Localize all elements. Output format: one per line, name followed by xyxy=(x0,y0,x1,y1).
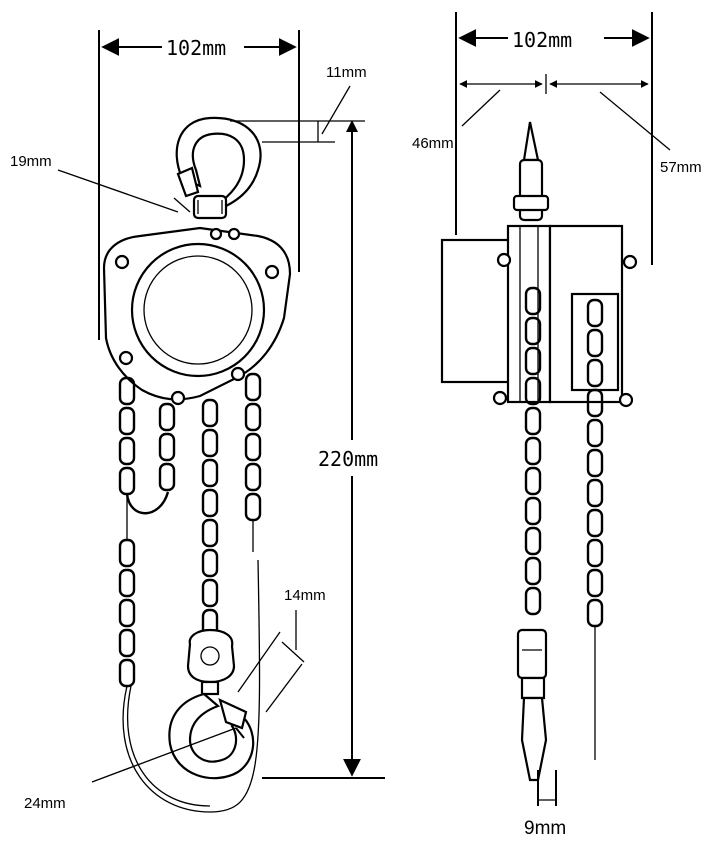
overall-height-label: 220mm xyxy=(318,447,378,471)
side-left-label: 46mm xyxy=(412,135,454,152)
hook-gap-label: 11mm xyxy=(326,64,367,81)
hook-throat-bottom-tick xyxy=(235,727,245,739)
side-right-label: 57mm xyxy=(660,159,702,176)
side-bottom-block xyxy=(516,628,548,680)
dim-14mm-ext-1 xyxy=(237,631,281,693)
hoist-housing xyxy=(102,226,292,406)
front-view xyxy=(57,30,385,813)
side-bottom-hook xyxy=(520,696,548,782)
dim-14mm-tick xyxy=(281,641,305,663)
bottom-hook-width-label: 14mm xyxy=(284,587,326,604)
leader-57mm xyxy=(599,91,671,151)
bottom-hook xyxy=(168,628,255,780)
side-width-label: 102mm xyxy=(512,28,572,52)
leader-24mm xyxy=(91,727,237,783)
front-chains xyxy=(118,372,262,813)
side-chain-right xyxy=(586,298,604,628)
side-top-hook xyxy=(522,121,540,162)
hook-throat-label: 19mm xyxy=(10,153,52,170)
side-chain-left xyxy=(524,286,542,616)
dim-14mm-ext-2 xyxy=(265,663,303,713)
side-housing xyxy=(440,224,638,408)
leader-19mm xyxy=(57,169,179,213)
leader-11mm xyxy=(321,85,351,135)
top-hook xyxy=(175,116,262,220)
bottom-hook-throat-label: 24mm xyxy=(24,795,66,812)
front-width-label: 102mm xyxy=(166,36,226,60)
leader-46mm xyxy=(461,89,501,127)
hook-throat-tick xyxy=(173,197,191,213)
side-view xyxy=(440,12,671,806)
bottom-tip-label: 9mm xyxy=(524,818,566,839)
